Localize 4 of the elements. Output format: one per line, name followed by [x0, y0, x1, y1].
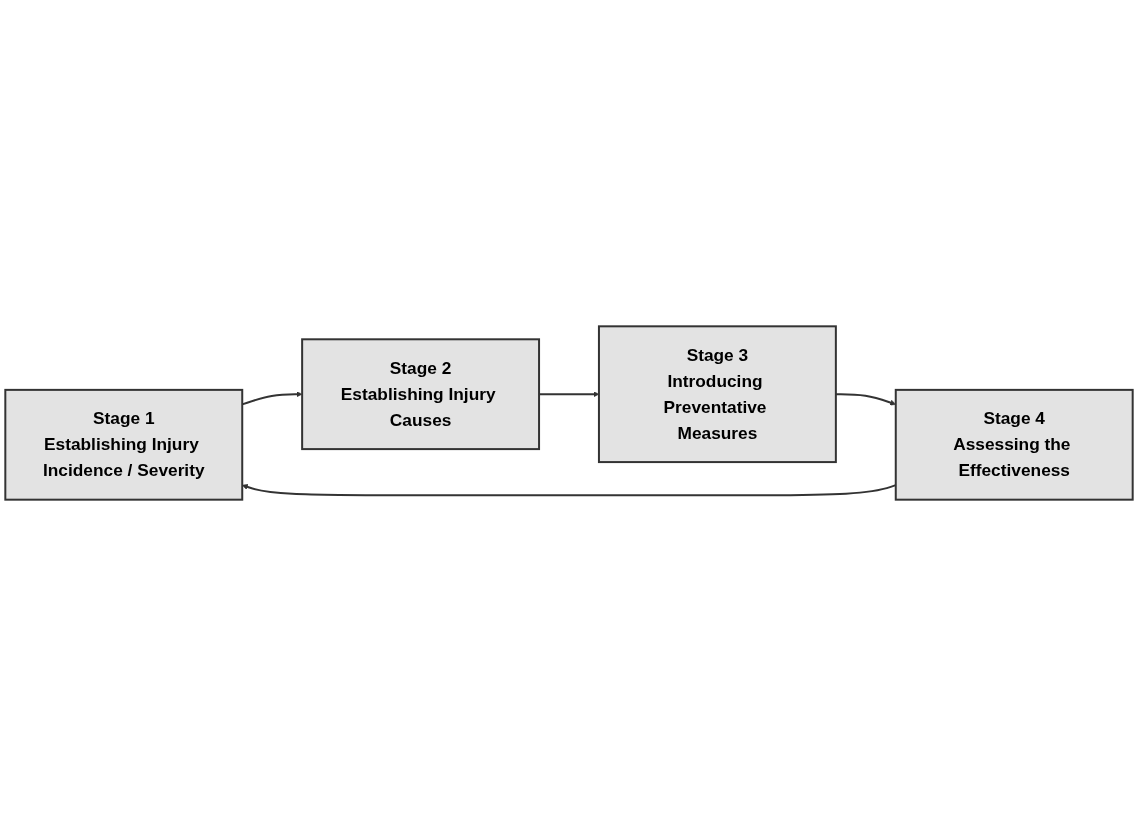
node-box: Stage 4 Assessing the Effectiveness	[894, 388, 1134, 501]
node-box: Stage 3 Introducing Preventative Measures	[597, 325, 837, 464]
node-box: Stage 2 Establishing Injury Causes	[301, 338, 541, 451]
node-box: Stage 1 Establishing Injury Incidence / Severity	[4, 388, 244, 501]
